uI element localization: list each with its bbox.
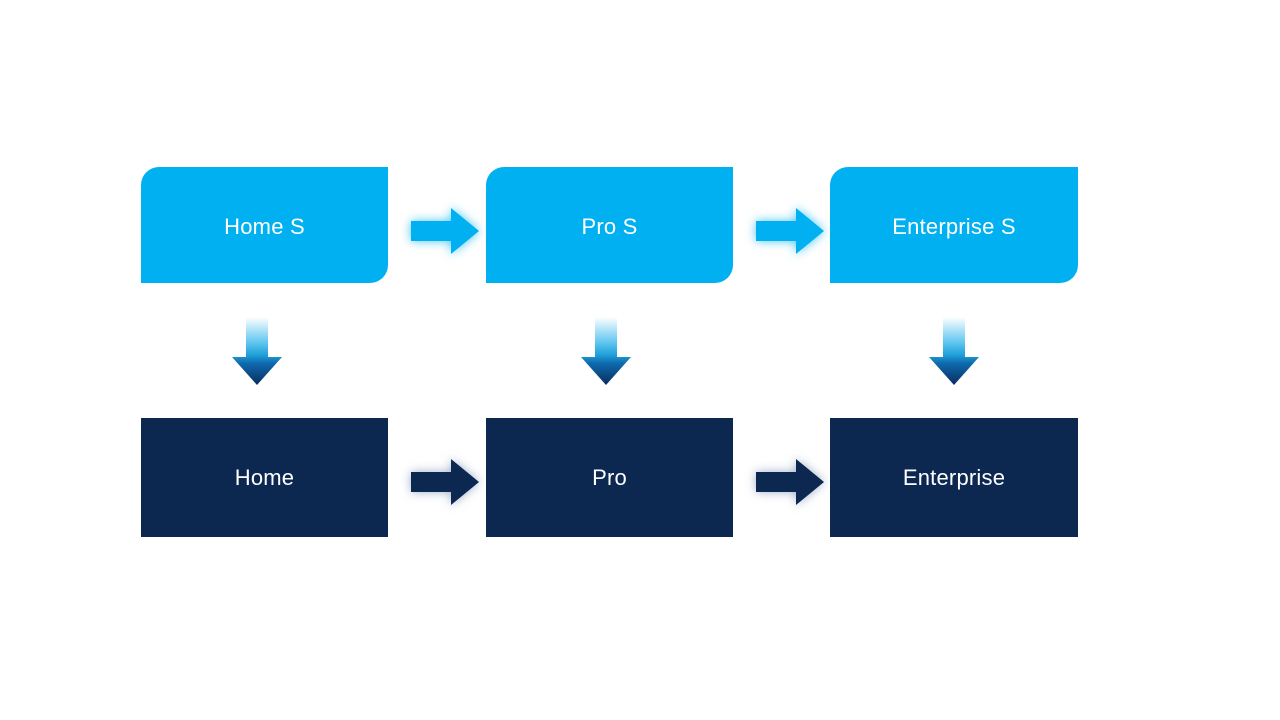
down-arrow-icon [581,317,631,385]
down-arrow-shape [581,317,631,385]
node-enterprise-s-label: Enterprise S [892,214,1016,239]
node-pro-s-label: Pro S [581,214,638,239]
node-enterprise: Enterprise [830,418,1078,537]
right-arrow-icon [756,459,824,505]
node-home-s: Home S [141,167,388,283]
right-arrow-icon [756,208,824,254]
right-arrow-shape [411,208,479,254]
right-arrow-shape [411,459,479,505]
node-home: Home [141,418,388,537]
down-arrow-shape [232,317,282,385]
node-enterprise-s: Enterprise S [830,167,1078,283]
right-arrow-icon [411,208,479,254]
right-arrow-shape [756,459,824,505]
node-enterprise-label: Enterprise [902,464,1006,490]
node-home-s-label: Home S [224,214,305,239]
node-pro-label: Pro [592,464,627,490]
down-arrow-icon [232,317,282,385]
right-arrow-shape [756,208,824,254]
down-arrow-shape [929,317,979,385]
down-arrow-icon [929,317,979,385]
right-arrow-icon [411,459,479,505]
node-pro-s: Pro S [486,167,733,283]
node-pro: Pro [486,418,733,537]
node-home-label: Home [234,464,295,490]
